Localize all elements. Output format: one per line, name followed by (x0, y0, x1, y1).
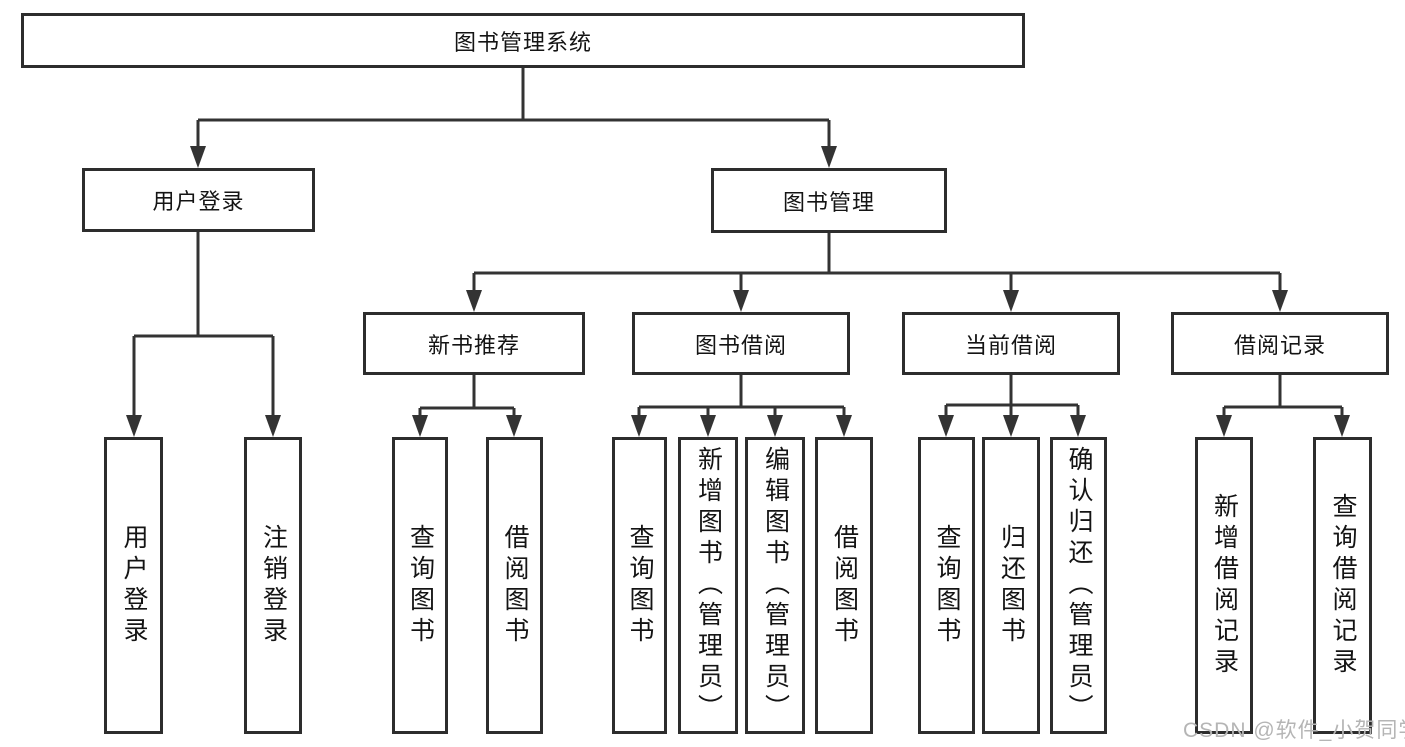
leaf-query-book-1: 查询图书 (392, 437, 448, 734)
arrowhead (733, 290, 749, 312)
arrowhead (1003, 415, 1019, 437)
node-current-borrow: 当前借阅 (902, 312, 1120, 375)
arrowhead (190, 146, 206, 168)
arrowhead (466, 290, 482, 312)
leaf-label: 查询图书 (933, 523, 961, 648)
leaf-label: 编辑图书（管理员） (761, 446, 790, 725)
leaf-add-book-admin: 新增图书（管理员） (678, 437, 738, 734)
node-label: 图书管理系统 (453, 29, 592, 55)
leaf-label: 查询图书 (406, 523, 435, 648)
node-label: 当前借阅 (964, 332, 1057, 358)
connector-book-borrow-stems (637, 407, 846, 425)
node-label: 借阅记录 (1233, 332, 1326, 358)
arrowhead (412, 415, 428, 437)
arrowhead (767, 415, 783, 437)
arrowhead (1272, 290, 1288, 312)
leaf-label: 查询图书 (626, 523, 654, 648)
leaf-label: 注销登录 (259, 523, 288, 648)
leaf-label: 新增借阅记录 (1210, 492, 1239, 679)
leaf-label: 新增图书（管理员） (694, 446, 723, 725)
leaf-user-login: 用户登录 (104, 437, 163, 734)
connector-borrow-record-stems (1222, 407, 1344, 425)
leaf-label: 归还图书 (997, 523, 1026, 648)
connector-book-borrow-tee (639, 375, 844, 409)
leaf-add-borrow-record: 新增借阅记录 (1195, 437, 1253, 734)
node-user-login: 用户登录 (82, 168, 315, 232)
connector-current-borrow-tee (946, 375, 1078, 407)
leaf-query-book-3: 查询图书 (918, 437, 975, 734)
leaf-label: 查询借阅记录 (1329, 492, 1357, 679)
leaf-borrow-book-2: 借阅图书 (815, 437, 873, 734)
arrowhead (1070, 415, 1086, 437)
leaf-logout: 注销登录 (244, 437, 302, 734)
arrowhead (1216, 415, 1232, 437)
arrowhead (265, 415, 281, 437)
node-library-system: 图书管理系统 (21, 13, 1025, 68)
node-label: 图书管理 (782, 189, 875, 215)
leaf-query-book-2: 查询图书 (612, 437, 667, 734)
arrowhead (938, 415, 954, 437)
csdn-watermark: CSDN @软件_小贺同学 (1183, 719, 1405, 742)
connector-root-tee (198, 68, 829, 122)
leaf-label: 确认归还（管理员） (1065, 446, 1093, 725)
node-label: 新书推荐 (427, 332, 520, 358)
arrowhead (836, 415, 852, 437)
arrowhead (126, 415, 142, 437)
arrowhead (631, 415, 647, 437)
connector-root-stems (196, 120, 831, 156)
leaf-return-book: 归还图书 (982, 437, 1040, 734)
leaf-label: 借阅图书 (830, 523, 859, 648)
node-book-borrow: 图书借阅 (632, 312, 850, 375)
connector-user-login-tee (134, 232, 273, 338)
leaf-label: 用户登录 (120, 523, 148, 648)
leaf-label: 借阅图书 (501, 523, 529, 648)
connector-new-book-stems (418, 408, 516, 425)
connector-borrow-record-tee (1224, 375, 1342, 409)
leaf-query-borrow-record: 查询借阅记录 (1313, 437, 1372, 734)
node-label: 用户登录 (152, 189, 245, 214)
arrowhead (1003, 290, 1019, 312)
connector-book-mgmt-tee (474, 232, 1280, 275)
arrowhead (506, 415, 522, 437)
node-borrow-record: 借阅记录 (1171, 312, 1389, 375)
node-label: 图书借阅 (694, 332, 787, 358)
arrowheads (126, 146, 1350, 437)
node-new-book-recommend: 新书推荐 (363, 312, 585, 375)
arrowhead (1334, 415, 1350, 437)
arrowhead (821, 146, 837, 168)
leaf-confirm-return-admin: 确认归还（管理员） (1050, 437, 1107, 734)
node-book-management: 图书管理 (711, 168, 947, 233)
connector-book-mgmt-stems (472, 273, 1282, 300)
connector-user-login-stems (132, 336, 275, 425)
leaf-edit-book-admin: 编辑图书（管理员） (745, 437, 805, 734)
arrowhead (700, 415, 716, 437)
leaf-borrow-book-1: 借阅图书 (486, 437, 543, 734)
connector-new-book-tee (420, 375, 514, 410)
